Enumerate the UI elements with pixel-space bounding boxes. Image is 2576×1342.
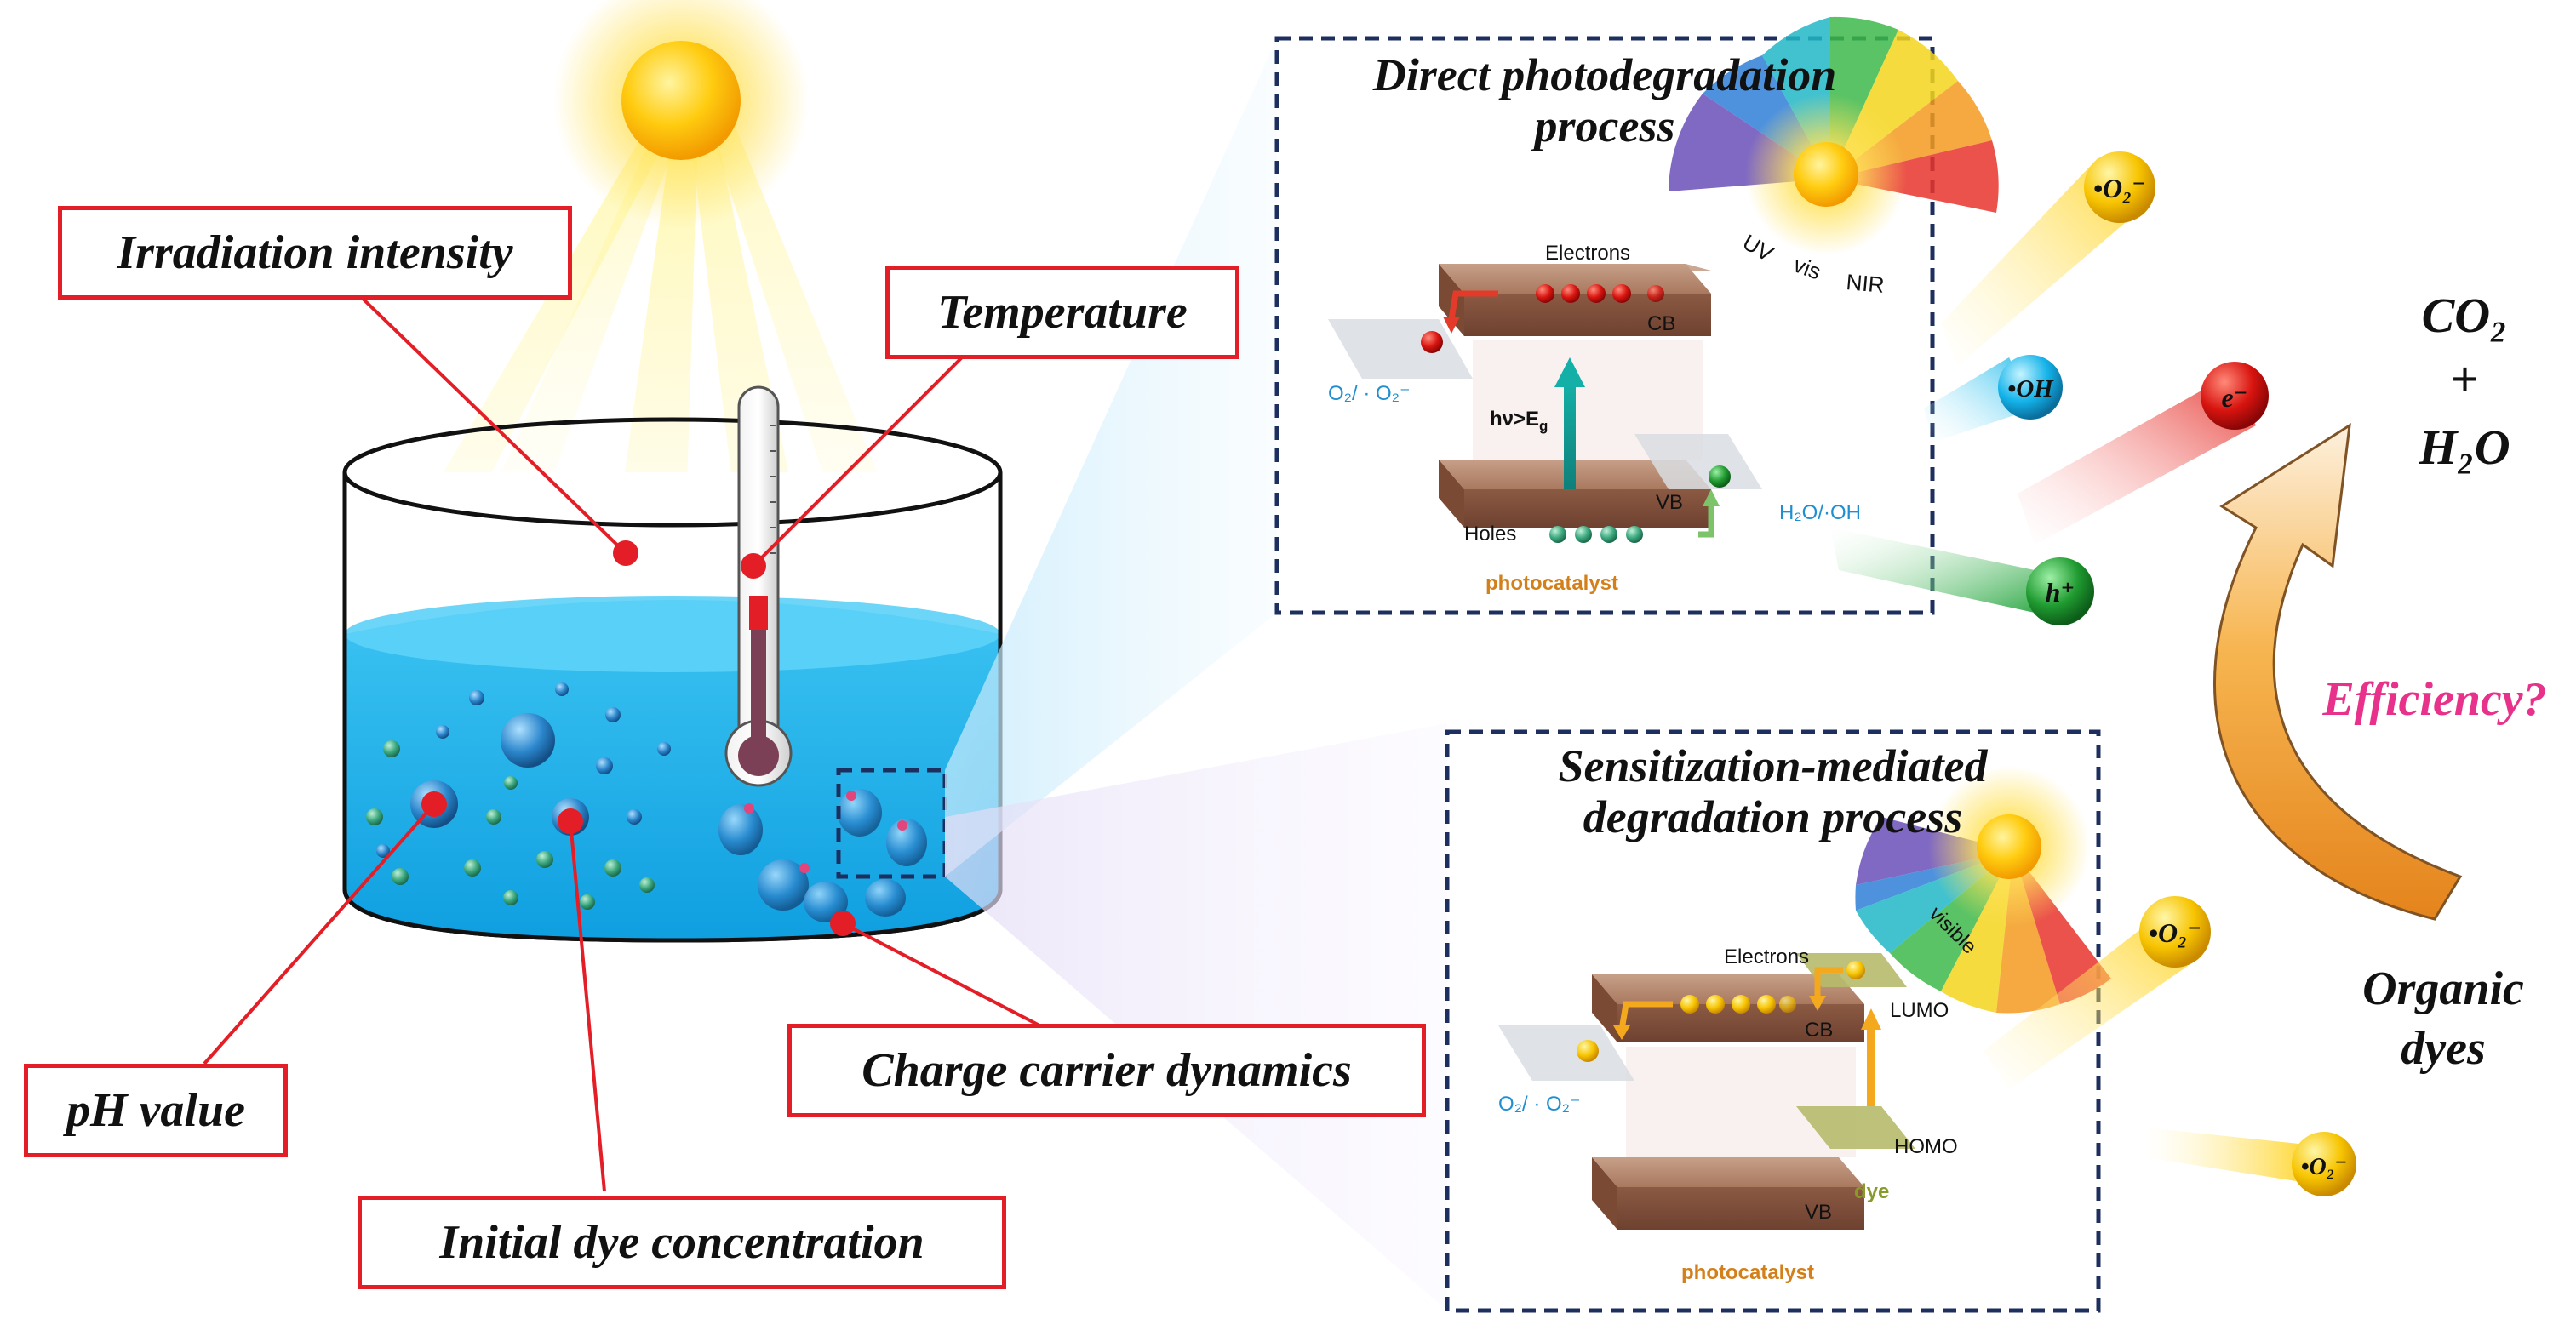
zoom-projection-beams <box>945 38 1447 1311</box>
direct-panel-title: Direct photodegradation process <box>1294 49 1915 152</box>
factor-leader-lines <box>203 292 1065 1192</box>
svg-text:•O₂⁻: •O₂⁻ <box>2301 1154 2348 1180</box>
reactive-species: •O₂⁻ •OH e⁻ h⁺ •O₂⁻ •O₂⁻ <box>1830 151 2356 1196</box>
vb-label: VB <box>1656 491 1683 514</box>
h2o-redox-label: H₂O/·OH <box>1779 501 1861 524</box>
organic-dyes-line1: Organic <box>2362 962 2524 1015</box>
product-plus: + <box>2450 351 2478 407</box>
product-co2: CO₂ <box>2422 288 2508 343</box>
svg-text:•O₂⁻: •O₂⁻ <box>2149 917 2201 948</box>
hydroxyl-radical <box>1998 355 2063 420</box>
irradiation-intensity-label: Irradiation intensity <box>58 206 572 300</box>
homo-plate <box>1796 1106 1915 1149</box>
visible-spectrum-fan <box>1855 766 2111 1014</box>
initial-dye-concentration-label: Initial dye concentration <box>358 1196 1006 1289</box>
svg-text:•OH: •OH <box>2007 375 2054 403</box>
lumo-label: LUMO <box>1890 999 1949 1022</box>
hole-particle <box>2026 557 2094 625</box>
factor-markers <box>421 540 856 936</box>
temperature-label: Temperature <box>885 266 1239 359</box>
direct-photodegradation-panel: UV vis NIR <box>1274 16 1999 615</box>
sensitization-title-line1: Sensitization-mediated <box>1558 740 1988 791</box>
conduction-band-slab <box>1439 264 1711 336</box>
sensitized-photocatalyst-label: photocatalyst <box>1681 1261 1814 1284</box>
degradation-arrow <box>2212 423 2463 921</box>
cb-label: CB <box>1647 312 1675 335</box>
uv-vis-nir-spectrum-fan <box>1669 16 1999 255</box>
photocatalyst-label: photocatalyst <box>1485 572 1618 595</box>
beaker <box>342 417 1003 943</box>
holes-label: Holes <box>1464 523 1516 545</box>
electron-particle <box>2201 362 2269 430</box>
product-h2o: H₂O <box>2418 420 2510 475</box>
sensitized-cb-label: CB <box>1805 1019 1833 1042</box>
sensitized-vb-label: VB <box>1805 1201 1832 1224</box>
charge-carrier-dynamics-label: Charge carrier dynamics <box>787 1024 1426 1117</box>
photocatalyst-particles <box>718 789 927 922</box>
efficiency-question: Efficiency? <box>2321 673 2546 726</box>
o2-redox-label: O₂/ · O₂⁻ <box>1328 382 1411 405</box>
direct-title-line2: process <box>1534 100 1675 152</box>
dye-label: dye <box>1854 1180 1889 1203</box>
organic-dyes-line2: dyes <box>2401 1022 2486 1075</box>
sensitization-panel: visible Electrons CB VB L <box>1445 729 2111 1313</box>
svg-text:•O₂⁻: •O₂⁻ <box>2093 173 2146 203</box>
superoxide-radical-1 <box>2084 151 2155 223</box>
direct-title-line1: Direct photodegradation <box>1372 49 1837 100</box>
superoxide-radical-2 <box>2139 896 2211 968</box>
svg-text:h⁺: h⁺ <box>2046 577 2075 608</box>
spectrum-label-nir: NIR <box>1845 269 1885 298</box>
superoxide-radical-3 <box>2292 1132 2356 1196</box>
sensitized-vb-slab <box>1592 1157 1864 1230</box>
sensitization-panel-title: Sensitization-mediated degradation proce… <box>1460 740 2086 843</box>
excitation-label: hν>Eg <box>1490 408 1548 434</box>
sensitized-cb-slab <box>1592 974 1864 1042</box>
sensitization-title-line2: degradation process <box>1583 791 1963 843</box>
homo-label: HOMO <box>1894 1135 1958 1158</box>
ph-value-label: pH value <box>24 1064 288 1157</box>
sensitized-electrons-label: Electrons <box>1724 945 1809 968</box>
svg-text:e⁻: e⁻ <box>2221 382 2247 413</box>
sensitized-o2-label: O₂/ · O₂⁻ <box>1498 1093 1581 1116</box>
electrons-label: Electrons <box>1545 242 1630 265</box>
